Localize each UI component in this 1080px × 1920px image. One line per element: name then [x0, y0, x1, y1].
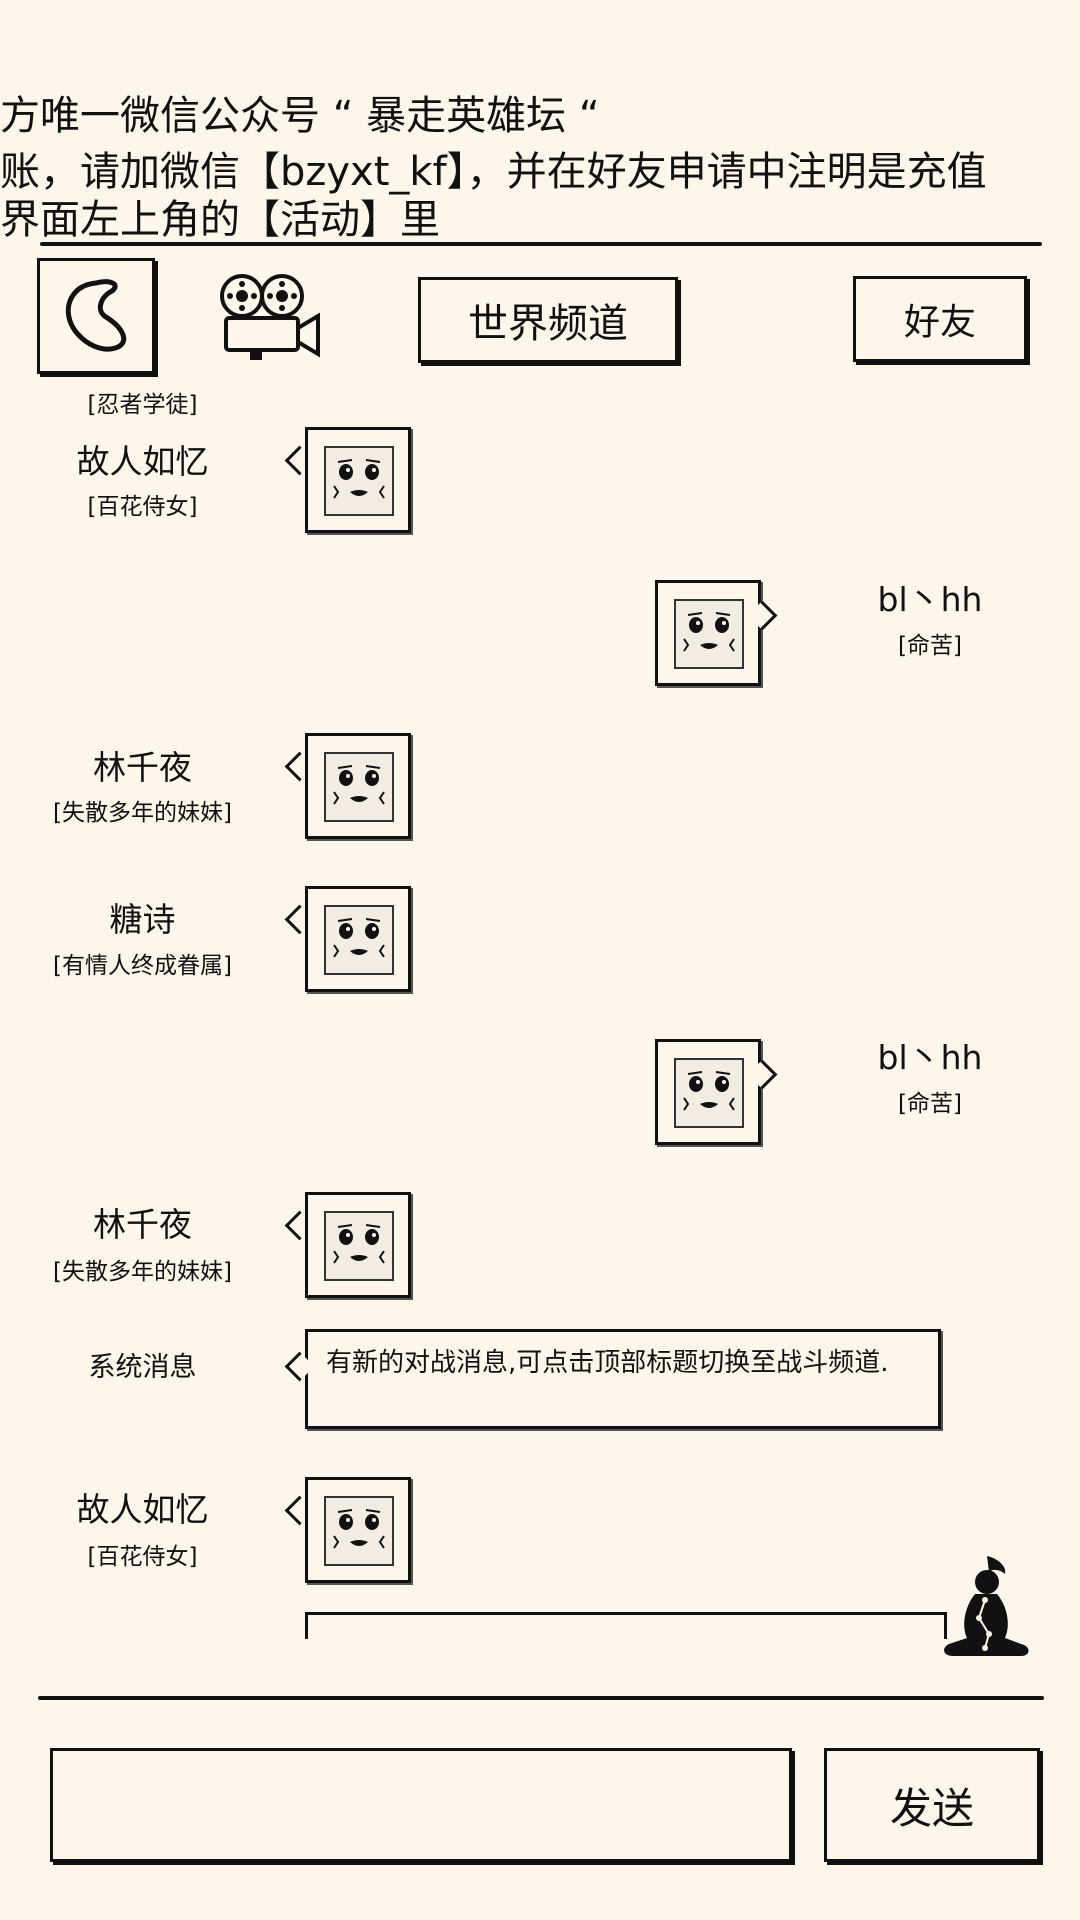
- face-icon: [324, 905, 394, 975]
- back-arrow-icon: [65, 279, 127, 352]
- video-camera-icon: [220, 274, 320, 360]
- sender-name: bl丶hh: [877, 1038, 983, 1077]
- sender-title: [有情人终成眷属]: [53, 953, 232, 979]
- avatar[interactable]: [305, 886, 411, 992]
- face-icon: [674, 599, 744, 669]
- message-input-box[interactable]: [50, 1748, 792, 1862]
- footer-divider: [38, 1696, 1044, 1700]
- face-icon: [324, 1211, 394, 1281]
- sender-title: [失散多年的妹妹]: [53, 800, 232, 826]
- announcement-line-1: 方唯一微信公众号 “ 暴走英雄坛 “: [0, 93, 600, 139]
- friends-button[interactable]: 好友: [853, 276, 1027, 362]
- header-divider: [40, 242, 1042, 246]
- face-icon: [324, 446, 394, 516]
- sender-name: 故人如忆: [76, 442, 209, 481]
- face-icon: [324, 752, 394, 822]
- avatar[interactable]: [655, 580, 761, 686]
- meditation-button[interactable]: [935, 1552, 1035, 1662]
- send-button[interactable]: 发送: [824, 1748, 1040, 1862]
- sender-name: 林千夜: [93, 1205, 192, 1244]
- system-message-bubble: 有新的对战消息,可点击顶部标题切换至战斗频道.: [305, 1329, 941, 1429]
- face-icon: [674, 1058, 744, 1128]
- back-button[interactable]: [37, 258, 155, 374]
- sender-title: [百花侍女]: [87, 494, 198, 520]
- replay-camera-button[interactable]: [214, 272, 326, 362]
- sender-title: [百花侍女]: [87, 1544, 198, 1570]
- sender-title: [失散多年的妹妹]: [53, 1259, 232, 1285]
- sender-name: 故人如忆: [76, 1490, 209, 1529]
- avatar[interactable]: [655, 1039, 761, 1145]
- sender-name: 糖诗: [109, 900, 176, 939]
- sender-title: [忍者学徒]: [87, 392, 198, 418]
- avatar[interactable]: [305, 1477, 411, 1583]
- channel-title-button[interactable]: 世界频道: [418, 277, 678, 363]
- meditation-figure-icon: [944, 1556, 1029, 1656]
- message-input[interactable]: [53, 1751, 789, 1859]
- system-sender-name: 系统消息: [88, 1352, 197, 1383]
- avatar[interactable]: [305, 427, 411, 533]
- avatar[interactable]: [305, 733, 411, 839]
- announcement-line-2: 账，请加微信【bzyxt_kf】，并在好友申请中注明是充值: [0, 149, 987, 195]
- avatar[interactable]: [305, 1192, 411, 1298]
- announcement-line-3: 界面左上角的【活动】里: [0, 197, 440, 243]
- sender-title: [命苦]: [898, 633, 962, 659]
- sender-name: bl丶hh: [877, 580, 983, 619]
- face-icon: [324, 1496, 394, 1566]
- partial-message-bubble: [305, 1612, 947, 1639]
- sender-name: 林千夜: [93, 748, 192, 787]
- sender-title: [命苦]: [898, 1091, 962, 1117]
